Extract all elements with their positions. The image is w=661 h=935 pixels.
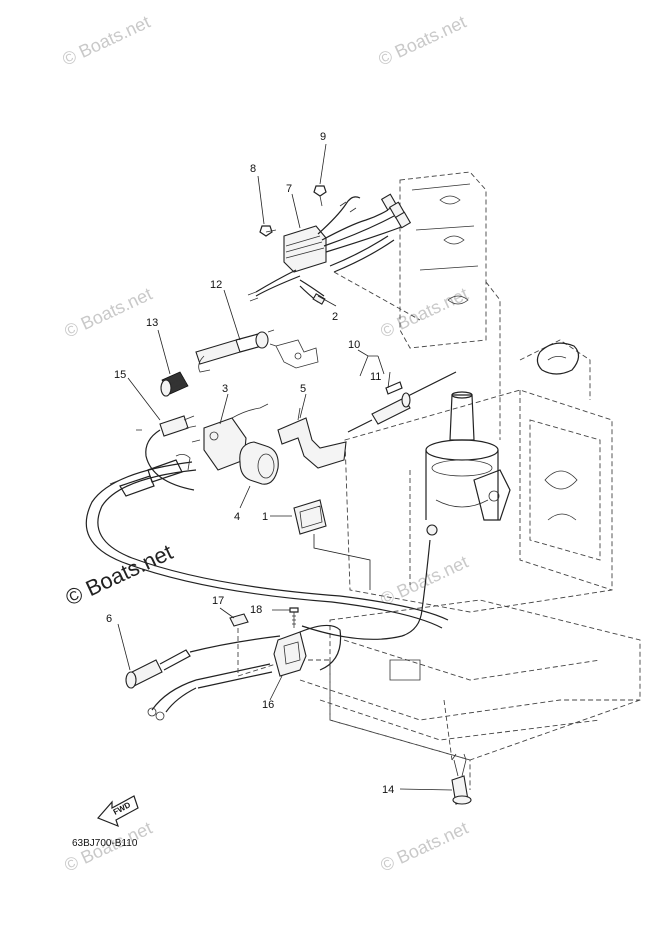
watermark-mid-left: © Boats.net [61, 284, 155, 342]
callout-10: 10 [348, 339, 360, 351]
battery-lead-6 [125, 635, 281, 721]
callout-14: 14 [382, 784, 394, 796]
screw-18 [289, 607, 299, 628]
watermark-lower-right: © Boats.net [377, 552, 471, 610]
fwd-arrow-icon [96, 795, 139, 828]
bolt-8 [259, 225, 277, 237]
callout-15: 15 [114, 369, 126, 381]
callout-1: 1 [262, 511, 268, 523]
callout-11: 11 [370, 371, 381, 383]
callout-9: 9 [320, 131, 326, 143]
watermark-top-left: © Boats.net [59, 12, 153, 70]
band-4 [239, 441, 279, 485]
bolt-9 [313, 185, 327, 207]
callout-4: 4 [234, 511, 240, 523]
drawing-code: 63BJ700-B110 [72, 838, 138, 849]
relay-3 [191, 403, 269, 471]
main-harness [85, 454, 449, 640]
fwd-arrow: FWD [96, 795, 139, 828]
callout-8: 8 [250, 163, 256, 175]
lead-15 [136, 415, 197, 491]
callout-12: 12 [210, 279, 222, 291]
watermark-center-bold: © Boats.net [62, 539, 177, 610]
stop-switch [195, 329, 277, 373]
sensor-14 [443, 699, 472, 805]
callout-6: 6 [106, 613, 112, 625]
callout-2: 2 [332, 311, 338, 323]
watermark-top-right: © Boats.net [375, 12, 469, 70]
callout-7: 7 [286, 183, 292, 195]
bracket [275, 339, 319, 369]
holder-5 [277, 407, 347, 469]
callouts: 8 9 7 2 12 13 15 3 5 10 11 4 1 17 18 6 1… [106, 131, 394, 796]
callout-13: 13 [146, 317, 158, 329]
fwd-label: FWD [112, 800, 133, 817]
watermark-bottom-right: © Boats.net [377, 818, 471, 876]
callout-16: 16 [262, 699, 274, 711]
callout-5: 5 [300, 383, 306, 395]
callout-17: 17 [212, 595, 224, 607]
clamp-16 [273, 624, 342, 677]
engine-block [299, 171, 641, 790]
watermark-mid-right: © Boats.net [377, 284, 471, 342]
fuse-holder [347, 371, 457, 433]
leader-lines [117, 143, 453, 791]
grommet-1 [293, 499, 371, 590]
cdi-unit [247, 193, 421, 321]
callout-3: 3 [222, 383, 228, 395]
grommet-13 [160, 371, 189, 397]
watermarks: © Boats.net © Boats.net © Boats.net © Bo… [59, 12, 471, 876]
callout-18: 18 [250, 604, 262, 616]
clip-17 [229, 613, 277, 677]
